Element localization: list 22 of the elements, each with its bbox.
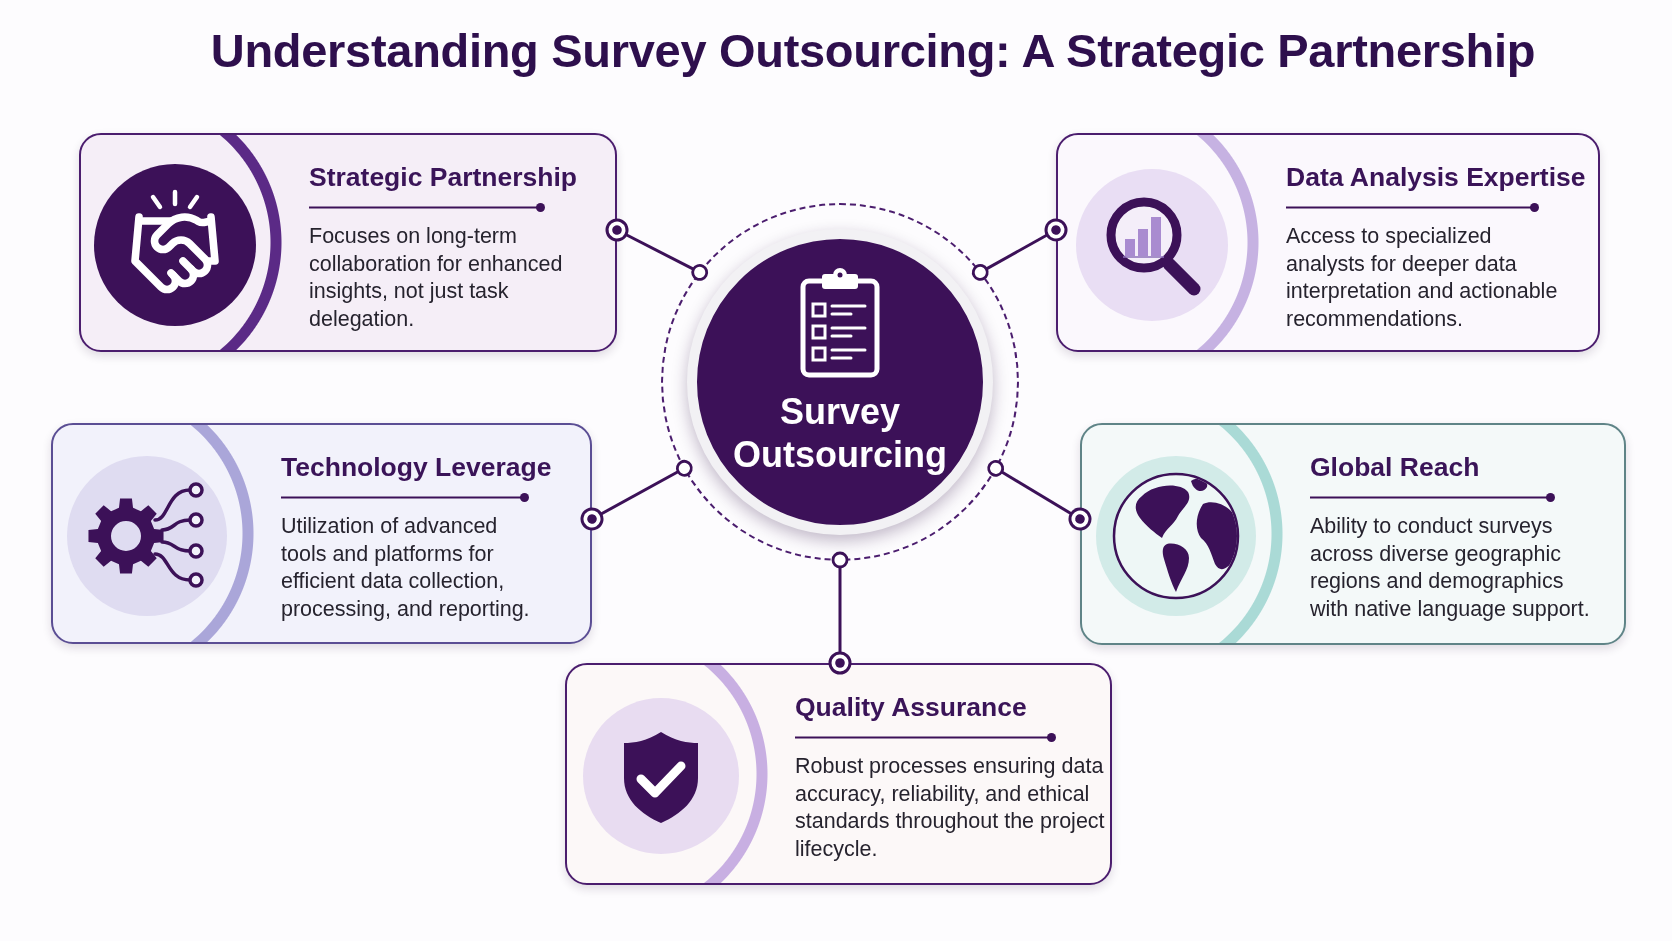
connector-line [971, 218, 1068, 281]
feature-card [79, 133, 617, 352]
card-description: Ability to conduct surveys across diverse geographic regions and demographics with native language support. [1310, 513, 1591, 623]
connector-line [580, 459, 693, 531]
card-heading: Quality Assurance [795, 691, 1027, 724]
card-heading: Technology Leverage [281, 451, 552, 484]
feature-card [51, 423, 592, 644]
card-heading: Global Reach [1310, 451, 1480, 484]
card-description: Focuses on long-term collaboration for enhanced insights, not just task delegation. [309, 223, 564, 333]
connector-line [987, 459, 1092, 531]
card-description: Utilization of advanced tools and platforms for efficient data collection, processing, and reporting. [281, 513, 531, 623]
card-heading: Data Analysis Expertise [1286, 161, 1586, 194]
card-description: Robust processes ensuring data accuracy, reliability, and ethical standards throughout the project lifecycle. [795, 753, 1106, 863]
connector-line [605, 218, 709, 281]
card-description: Access to specialized analysts for deeper data interpretation and actionable recommendations. [1286, 223, 1559, 333]
card-heading: Strategic Partnership [309, 161, 578, 194]
page-title: Understanding Survey Outsourcing: A Strategic Partnership [210, 23, 1536, 79]
feature-card [1080, 423, 1626, 645]
hub-title: Survey Outsourcing [732, 390, 948, 476]
connector-line [828, 551, 852, 675]
feature-card [565, 663, 1112, 885]
feature-card [1056, 133, 1600, 352]
